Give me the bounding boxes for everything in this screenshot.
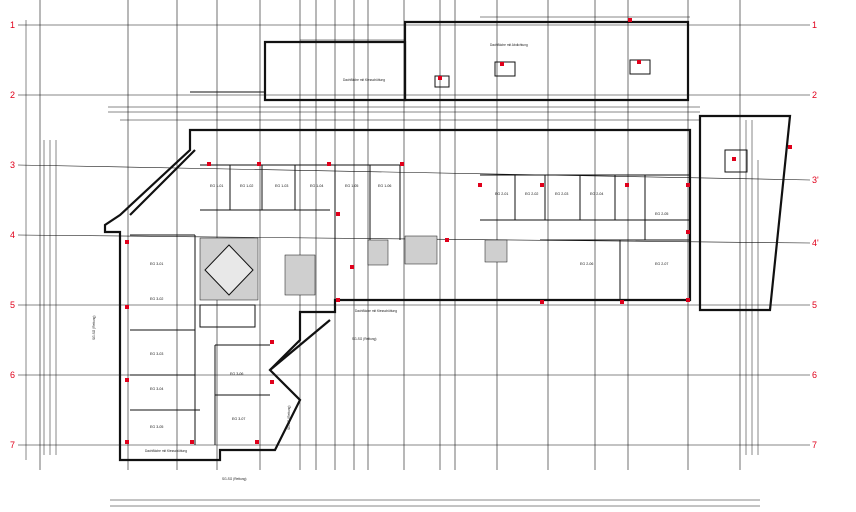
interior-walls — [130, 164, 690, 445]
svg-text:EG 1-01: EG 1-01 — [210, 184, 223, 188]
svg-text:EG 2-02: EG 2-02 — [525, 192, 538, 196]
svg-text:EG 1-03: EG 1-03 — [275, 184, 288, 188]
grid-label-right-4: 4' — [812, 238, 819, 248]
roof-note-1: Dachfläche mit Kiesschüttung — [343, 78, 385, 82]
grid-label-right-5: 5 — [812, 300, 817, 310]
grid-label-left-3: 3 — [10, 160, 15, 170]
grid-label-right-6: 6 — [812, 370, 817, 380]
right-roof-extension — [698, 114, 792, 312]
top-dimension-chain — [108, 16, 700, 121]
roof-note-4: Dachfläche mit Kiesschüttung — [145, 449, 187, 453]
grid-label-left-7: 7 — [10, 440, 15, 450]
svg-text:EG 2-06: EG 2-06 — [580, 262, 593, 266]
roof-note-2: Dachfläche mit Abdichtung — [490, 43, 528, 47]
section-label-2: SG-SG (Rettung) — [222, 477, 246, 481]
svg-text:EG 2-03: EG 2-03 — [555, 192, 568, 196]
room-labels: EG 1-01 EG 1-02 EG 1-03 EG 1-04 EG 1-05 … — [150, 184, 668, 429]
section-label-3: SG-SG (Rettung) — [92, 316, 96, 340]
svg-text:EG 1-04: EG 1-04 — [310, 184, 323, 188]
grid-labels-left: 1 2 3 4 5 6 7 — [10, 20, 15, 450]
grid-label-right-3: 3' — [812, 175, 819, 185]
bottom-dimension-chain — [110, 499, 760, 507]
svg-text:EG 2-05: EG 2-05 — [655, 212, 668, 216]
grid-label-left-4: 4 — [10, 230, 15, 240]
grid-labels-right: 1 2 3' 4' 5 6 7 — [812, 20, 819, 450]
upper-roof-outline — [190, 20, 690, 102]
section-label-4: SG-SG (Rettung) — [287, 406, 291, 430]
roof-note-3: Dachfläche mit Kiesschüttung — [355, 309, 397, 313]
section-label-1: SG-SG (Rettung) — [352, 337, 376, 341]
grid-label-left-5: 5 — [10, 300, 15, 310]
grid-label-left-6: 6 — [10, 370, 15, 380]
svg-text:EG 3-02: EG 3-02 — [150, 297, 163, 301]
grid-label-right-1: 1 — [812, 20, 817, 30]
svg-text:EG 3-05: EG 3-05 — [150, 425, 163, 429]
svg-text:EG 1-02: EG 1-02 — [240, 184, 253, 188]
grid-label-right-7: 7 — [812, 440, 817, 450]
svg-text:EG 1-06: EG 1-06 — [378, 184, 391, 188]
svg-text:EG 3-06: EG 3-06 — [230, 372, 243, 376]
red-markers — [125, 18, 792, 444]
grid-label-right-2: 2 — [812, 90, 817, 100]
svg-text:EG 3-03: EG 3-03 — [150, 352, 163, 356]
svg-text:EG 3-04: EG 3-04 — [150, 387, 163, 391]
svg-text:EG 2-07: EG 2-07 — [655, 262, 668, 266]
svg-text:EG 3-07: EG 3-07 — [232, 417, 245, 421]
svg-text:EG 3-01: EG 3-01 — [150, 262, 163, 266]
right-dimension-chain — [745, 120, 759, 455]
svg-text:EG 2-01: EG 2-01 — [495, 192, 508, 196]
svg-text:EG 2-04: EG 2-04 — [590, 192, 603, 196]
grid-label-left-2: 2 — [10, 90, 15, 100]
grid-label-left-1: 1 — [10, 20, 15, 30]
svg-text:EG 1-05: EG 1-05 — [345, 184, 358, 188]
stair-core — [199, 235, 508, 328]
left-dimension-chain — [25, 20, 57, 460]
